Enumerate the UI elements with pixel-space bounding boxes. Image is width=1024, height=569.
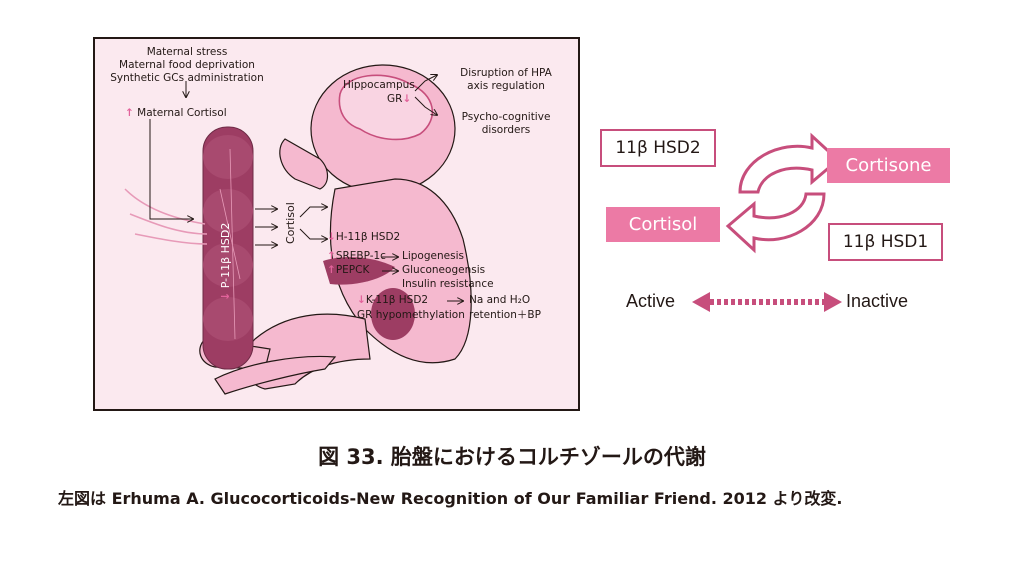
insulin-label: Insulin resistance: [402, 278, 494, 290]
pepck-text: PEPCK: [335, 264, 370, 276]
hippocampus-label: Hippocampus: [343, 79, 415, 91]
srebp-label: ↑SREBP-1c: [327, 250, 386, 263]
placenta-enzyme-text: P-11β HSD2: [219, 222, 232, 289]
figure-credit: 左図は Erhuma A. Glucocorticoids-New Recogn…: [58, 489, 843, 508]
hsd2-box: 11β HSD2: [600, 129, 716, 167]
psycho-line: Psycho-cognitive: [461, 111, 551, 123]
na-h2o-label: Na and H₂O: [469, 294, 531, 306]
cause-item: Maternal stress: [146, 46, 228, 58]
causes-list: Maternal stress Maternal food deprivatio…: [95, 46, 279, 85]
inactive-label: Inactive: [846, 291, 909, 311]
fetus-illustration: [124, 64, 472, 395]
kidney-icon: [371, 288, 415, 340]
pepck-label: ↑PEPCK: [327, 264, 369, 277]
lipogenesis-label: Lipogenesis: [402, 250, 464, 262]
hpa-line: axis regulation: [467, 80, 545, 92]
cortisone-box: Cortisone: [827, 148, 950, 183]
up-arrow-icon: ↑: [125, 107, 134, 119]
fetal-cortisol-figure: Maternal stress Maternal food deprivatio…: [93, 37, 580, 411]
down-arrow-icon: ↓: [327, 231, 336, 243]
maternal-cortisol-label: ↑ Maternal Cortisol: [125, 107, 227, 120]
gr-label: GR↓: [387, 93, 411, 106]
hpa-label: Disruption of HPA axis regulation: [437, 67, 575, 93]
placenta-icon: [202, 126, 254, 370]
gr-text: GR: [387, 93, 403, 105]
active-inactive-arrow-icon: [692, 292, 842, 312]
down-arrow-icon: ↓: [357, 294, 366, 306]
srebp-text: SREBP-1c: [335, 250, 386, 262]
fetus-lower-leg: [214, 355, 337, 395]
conversion-cycle-arrows: [725, 132, 841, 254]
convert-arrow-icon: [738, 132, 841, 194]
hpa-line: Disruption of HPA: [460, 67, 552, 79]
maternal-cortisol-text: Maternal Cortisol: [137, 107, 227, 119]
gr-hypo-label: GR hypomethylation: [357, 309, 465, 321]
gluconeogenesis-label: Gluconeogensis: [402, 264, 486, 276]
cause-item: Synthetic GCs administration: [110, 72, 264, 84]
active-label: Active: [626, 291, 676, 311]
up-arrow-icon: ↑: [327, 250, 336, 262]
figure-caption: 図 33. 胎盤におけるコルチゾールの代謝: [318, 445, 706, 469]
kidney-enzyme-label: ↓K-11β HSD2: [357, 294, 428, 307]
cortisol-box: Cortisol: [606, 207, 720, 242]
brain-icon: [338, 74, 434, 141]
cause-item: Maternal food deprivation: [119, 59, 255, 71]
retention-bp-label: retention＋BP: [469, 309, 541, 321]
down-arrow-icon: ↓: [219, 291, 232, 301]
psycho-label: Psycho-cognitive disorders: [437, 111, 575, 137]
liver-enzyme-label: ↓H-11β HSD2: [327, 231, 400, 244]
kidney-enzyme-text: K-11β HSD2: [365, 294, 429, 306]
convert-arrow-icon: [725, 192, 826, 254]
liver-enzyme-text: H-11β HSD2: [335, 231, 401, 243]
fetus-hand: [279, 138, 329, 190]
up-arrow-icon: ↑: [327, 264, 336, 276]
psycho-line: disorders: [481, 124, 531, 136]
placenta-enzyme-label: ↓ P-11β HSD2: [219, 223, 232, 301]
fetal-cortisol-label: Cortisol: [284, 202, 297, 244]
liver-icon: [323, 257, 395, 285]
umbilical-vessels: [124, 188, 208, 245]
down-arrow-icon: ↓: [402, 93, 412, 105]
hsd1-box: 11β HSD1: [828, 223, 943, 261]
